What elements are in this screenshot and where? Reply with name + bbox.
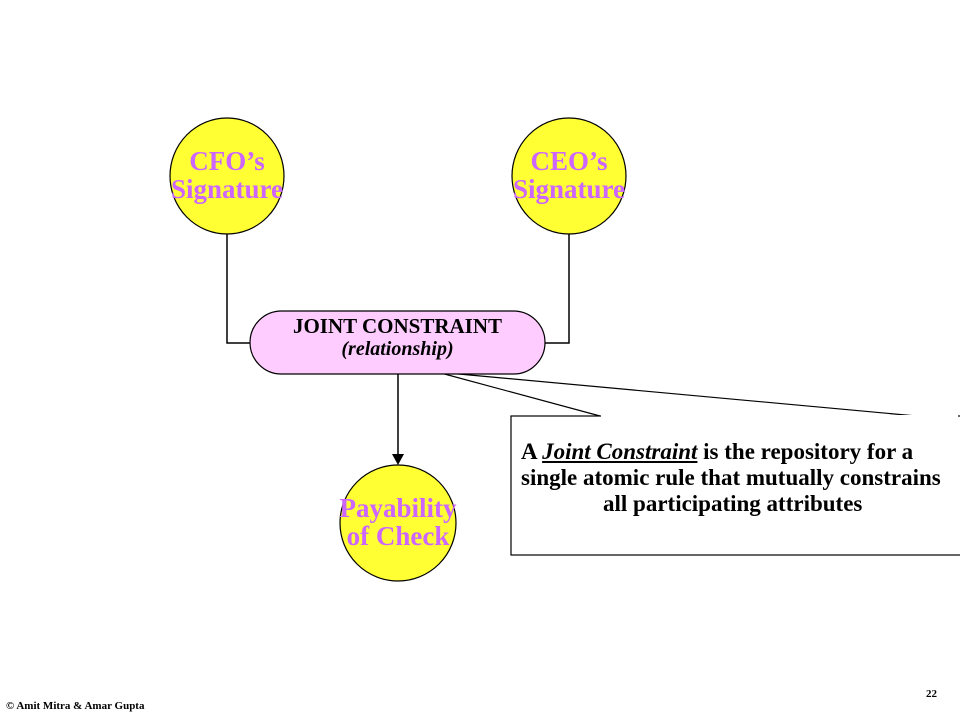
node-ceo-signature: [511, 117, 627, 235]
relationship-label: JOINT CONSTRAINT (relationship): [250, 314, 545, 360]
copyright-notice: © Amit Mitra & Amar Gupta: [6, 700, 145, 712]
callout-box: [510, 415, 960, 556]
node-label-cfo-line1: CFO’s: [189, 146, 265, 176]
relationship-title: JOINT CONSTRAINT: [292, 314, 503, 338]
node-label-ceo-line2: Signature: [512, 174, 626, 204]
node-label-payability: Payability of Check: [318, 494, 478, 550]
callout-line-3: all participating attributes: [603, 491, 863, 516]
connector-cfo-to-constraint: [226, 233, 250, 344]
connector-ceo-to-constraint: [545, 233, 570, 344]
arrowhead-icon: [392, 454, 404, 465]
relationship-subtitle: (relationship): [341, 338, 454, 360]
node-label-ceo: CEO’s Signature: [489, 147, 649, 203]
page-number: 22: [926, 688, 937, 700]
callout-line-1-suffix: is the repository for a: [697, 439, 914, 464]
callout-term: Joint Constraint: [542, 439, 698, 464]
callout-text: A Joint Constraint is the repository for…: [521, 439, 960, 534]
node-label-payability-line2: of Check: [346, 521, 450, 551]
callout-line-1: A Joint Constraint is the repository for…: [521, 439, 960, 465]
callout-line-1-prefix: A: [521, 439, 543, 464]
node-payability-of-check: [339, 464, 457, 582]
node-label-cfo-line2: Signature: [170, 174, 284, 204]
node-label-payability-line1: Payability: [339, 493, 457, 523]
node-cfo-signature: [169, 117, 285, 235]
node-joint-constraint: [249, 310, 546, 375]
node-label-ceo-line1: CEO’s: [530, 146, 608, 176]
node-label-cfo: CFO’s Signature: [147, 147, 307, 203]
callout-line-2: single atomic rule that mutually constra…: [521, 465, 941, 490]
